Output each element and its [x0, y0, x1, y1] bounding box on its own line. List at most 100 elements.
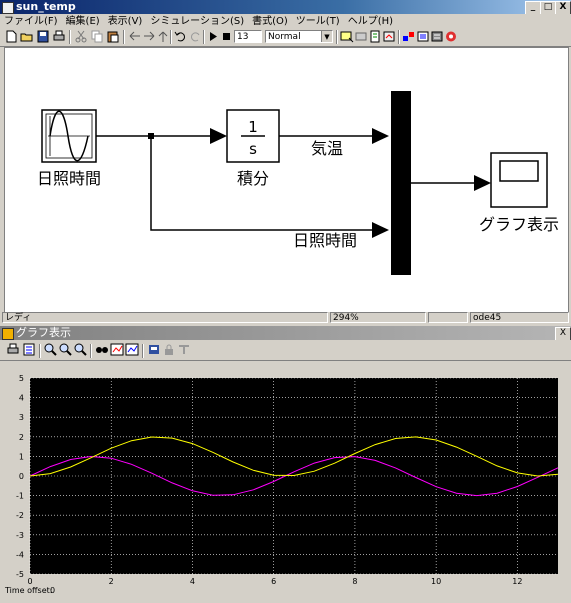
update-diagram-icon[interactable]	[354, 30, 368, 43]
back-icon[interactable]	[128, 30, 142, 43]
arrow-head	[372, 222, 389, 238]
lock-icon[interactable]	[162, 343, 176, 356]
model-toolbar: 13 Normal▼	[0, 28, 571, 47]
toolbar-separator	[142, 344, 144, 358]
library-browser-icon[interactable]	[402, 30, 416, 43]
series-lines	[29, 436, 559, 497]
advisor-icon[interactable]	[444, 30, 458, 43]
status-empty	[428, 312, 468, 323]
toolbar-separator	[170, 30, 172, 44]
x-tick-label: 12	[512, 577, 522, 586]
series-line-0	[29, 455, 559, 497]
autoscale-icon[interactable]	[95, 343, 109, 356]
stop-time-input[interactable]: 13	[234, 30, 262, 43]
menu-edit[interactable]: 編集(E)	[65, 16, 100, 27]
time-offset-label: Time offset:	[4, 586, 52, 595]
redo-icon[interactable]	[188, 30, 202, 43]
model-canvas[interactable]: 日照時間 1 s 積分 気温 日照時間 グラフ表示	[4, 47, 569, 313]
simulink-icon	[2, 2, 14, 14]
integrator-numerator: 1	[248, 118, 258, 136]
signal-line-branch	[150, 136, 372, 231]
x-tick-label: 2	[109, 577, 114, 586]
arrow-head	[372, 128, 389, 144]
toolbar-separator	[69, 30, 71, 44]
sine-wave-block[interactable]	[41, 109, 97, 163]
minimize-button[interactable]: _	[525, 1, 541, 15]
build-icon[interactable]	[340, 30, 354, 43]
y-tick-label: -5	[16, 570, 24, 579]
floating-scope-icon[interactable]	[147, 343, 161, 356]
debug-icon[interactable]	[382, 30, 396, 43]
dropdown-arrow-icon[interactable]: ▼	[321, 31, 332, 42]
x-tick-label: 4	[190, 577, 195, 586]
menu-file[interactable]: ファイル(F)	[4, 16, 58, 27]
arrow-head	[474, 175, 491, 191]
undo-icon[interactable]	[174, 30, 188, 43]
y-tick-label: 2	[19, 433, 24, 442]
model-explorer-icon[interactable]	[368, 30, 382, 43]
forward-icon[interactable]	[142, 30, 156, 43]
model-window-title: sun_temp	[16, 0, 76, 13]
status-solver: ode45	[470, 312, 569, 323]
toolbar-separator	[398, 30, 400, 44]
y-tick-label: -1	[16, 492, 24, 501]
maximize-button[interactable]: □	[540, 1, 556, 15]
copy-icon[interactable]	[90, 30, 104, 43]
y-tick-label: 1	[19, 452, 24, 461]
cut-icon[interactable]	[74, 30, 88, 43]
menu-view[interactable]: 表示(V)	[107, 16, 143, 27]
menu-format[interactable]: 書式(O)	[252, 16, 288, 27]
scope-block-label: グラフ表示	[479, 215, 559, 234]
y-tick-label: 4	[19, 394, 24, 403]
scope-icon	[499, 160, 539, 182]
open-folder-icon[interactable]	[20, 30, 34, 43]
zoom-icon[interactable]	[43, 343, 57, 356]
save-axes-icon[interactable]	[110, 343, 124, 356]
menu-help[interactable]: ヘルプ(H)	[347, 16, 394, 27]
toolbar-separator	[123, 30, 125, 44]
y-tick-label: -4	[16, 550, 24, 559]
mux-block[interactable]	[391, 91, 411, 275]
y-tick-label: 5	[19, 374, 24, 383]
zoom-y-icon[interactable]	[73, 343, 87, 356]
scope-window-title: グラフ表示	[16, 326, 71, 339]
save-icon[interactable]	[36, 30, 50, 43]
toolbar-separator	[336, 30, 338, 44]
scope-close-button[interactable]: X	[555, 327, 571, 341]
print-icon[interactable]	[52, 30, 66, 43]
menu-tools[interactable]: ツール(T)	[295, 16, 340, 27]
model-browser-icon[interactable]	[416, 30, 430, 43]
up-icon[interactable]	[156, 30, 170, 43]
scope-block[interactable]	[490, 152, 548, 208]
zoom-x-icon[interactable]	[58, 343, 72, 356]
menu-simulation[interactable]: シミュレーション(S)	[150, 16, 245, 27]
restore-axes-icon[interactable]	[125, 343, 139, 356]
scope-title-bar: グラフ表示 X	[0, 326, 571, 341]
signal-selection-icon[interactable]	[177, 343, 191, 356]
grid-lines	[29, 377, 558, 575]
status-state: レディ	[2, 312, 328, 323]
parameters-icon[interactable]	[22, 343, 36, 356]
toolbar-separator	[39, 344, 41, 358]
y-tick-label: 0	[19, 472, 24, 481]
new-model-icon[interactable]	[4, 30, 18, 43]
x-tick-label: 10	[431, 577, 441, 586]
block-diagram: 日照時間 1 s 積分 気温 日照時間 グラフ表示	[37, 91, 559, 275]
model-title-bar: sun_temp _ □ X	[0, 0, 571, 15]
signal-label-sun: 日照時間	[293, 231, 357, 250]
series-line-1	[29, 436, 559, 477]
toolbar-separator	[90, 344, 92, 358]
start-simulation-icon[interactable]	[206, 30, 220, 43]
simulation-mode-select[interactable]: Normal▼	[265, 30, 333, 43]
paste-icon[interactable]	[106, 30, 120, 43]
close-button[interactable]: X	[555, 1, 571, 15]
print-icon[interactable]	[6, 343, 20, 356]
y-tick-label: -2	[16, 511, 24, 520]
stop-simulation-icon[interactable]	[220, 30, 234, 43]
integrator-block[interactable]	[226, 109, 280, 163]
configuration-icon[interactable]	[430, 30, 444, 43]
